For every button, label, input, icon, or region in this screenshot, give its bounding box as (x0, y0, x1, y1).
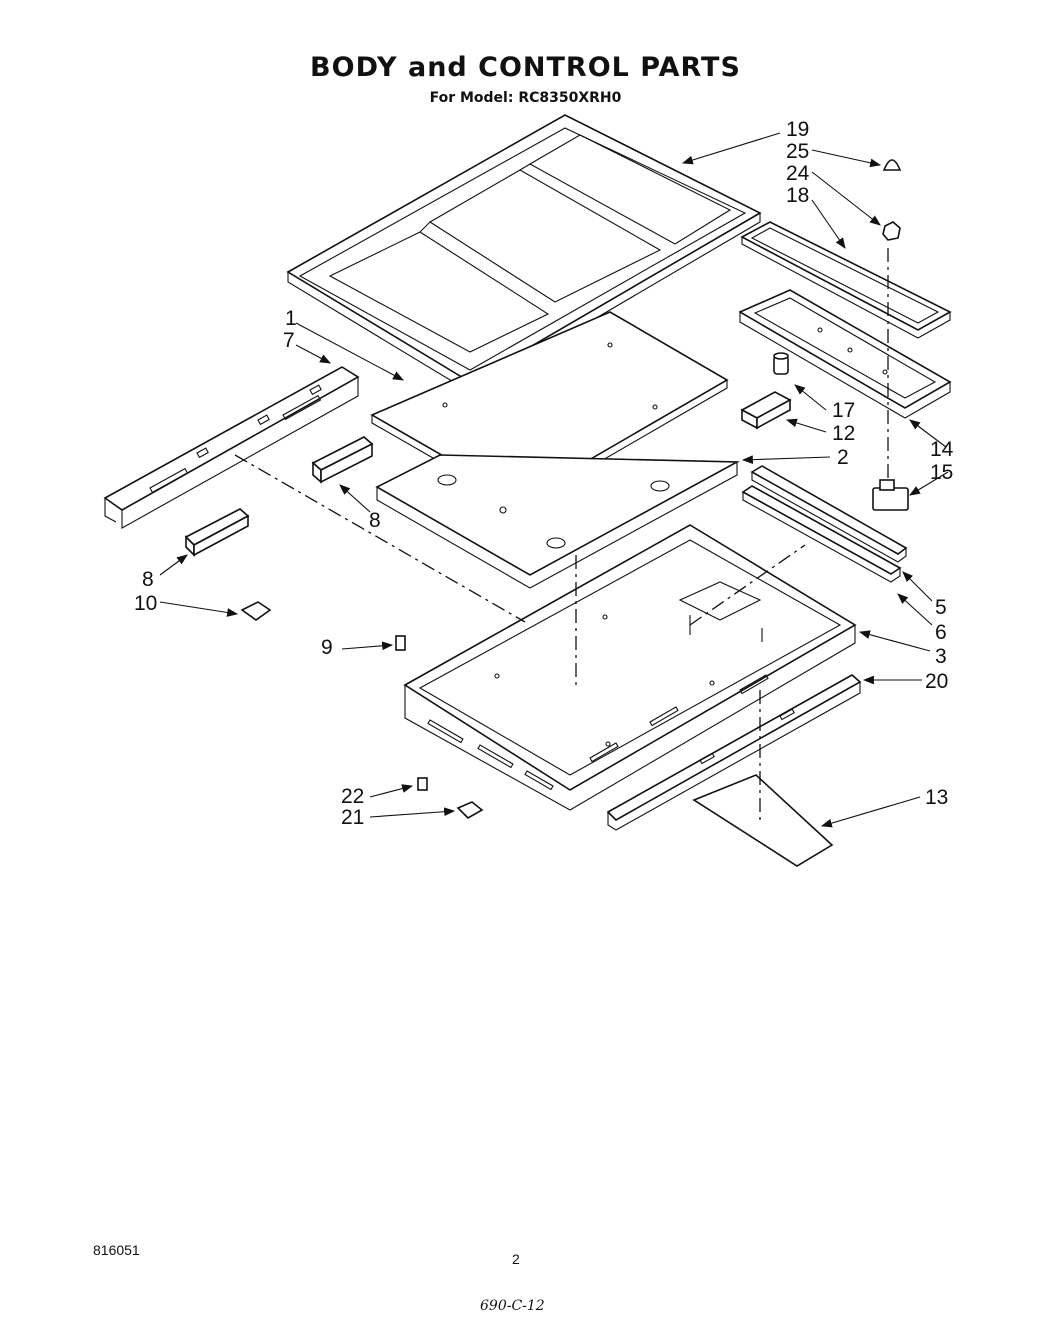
part-13-plate (692, 774, 834, 867)
part-6-strip (741, 485, 902, 583)
model-subtitle: For Model: RC8350XRH0 (429, 90, 622, 106)
part-25-cap (882, 159, 902, 171)
callout-3: 3 (935, 645, 947, 668)
callout-19: 19 (786, 118, 809, 141)
callout-17: 17 (832, 399, 855, 422)
callout-9: 9 (321, 636, 333, 659)
callout-14: 14 (930, 438, 954, 461)
part-12-switch-block (740, 391, 792, 430)
callout-18: 18 (786, 184, 809, 207)
part-15-switch (872, 479, 909, 511)
page-number: 2 (512, 1251, 520, 1267)
callout-5: 5 (935, 596, 947, 619)
part-24-nut (882, 221, 901, 241)
callout-15: 15 (930, 461, 953, 484)
callout-8-left-block: 8 (142, 568, 154, 591)
callout-2: 2 (837, 446, 849, 469)
part-8-connector-block-left (184, 508, 250, 557)
handwritten-note: 690-C-12 (480, 1298, 545, 1314)
part-20-rail (606, 674, 862, 831)
callout-8-right-block: 8 (369, 509, 381, 532)
callout-6: 6 (935, 621, 947, 644)
callout-labels: 19 25 24 18 1 7 17 12 14 15 2 8 8 10 9 5… (134, 118, 954, 829)
part-14-control-housing (738, 289, 952, 419)
document-number: 816051 (93, 1242, 140, 1258)
callout-25: 25 (786, 140, 809, 163)
part-10-clip (240, 601, 272, 621)
callout-12: 12 (832, 422, 855, 445)
callout-22: 22 (341, 785, 364, 808)
part-9-clip (395, 635, 406, 651)
assembly-lines (234, 248, 889, 820)
callout-7: 7 (283, 329, 295, 352)
part-18-control-cover (740, 221, 952, 339)
callout-20: 20 (925, 670, 948, 693)
callout-1: 1 (285, 307, 297, 330)
part-5-strip (750, 465, 908, 563)
leader-lines (159, 132, 949, 828)
part-8-connector-block-right (311, 436, 374, 484)
callout-10: 10 (134, 592, 157, 615)
callout-21: 21 (341, 806, 364, 829)
part-21-clip (456, 801, 484, 819)
part-17-knob (773, 352, 789, 375)
callout-24: 24 (786, 162, 810, 185)
part-2-base-pan (375, 454, 741, 589)
page-title: BODY and CONTROL PARTS (310, 52, 741, 83)
part-3-body-tray (403, 524, 857, 811)
callout-13: 13 (925, 786, 948, 809)
part-22-clip (417, 777, 428, 791)
part-7-side-rail (103, 366, 360, 529)
